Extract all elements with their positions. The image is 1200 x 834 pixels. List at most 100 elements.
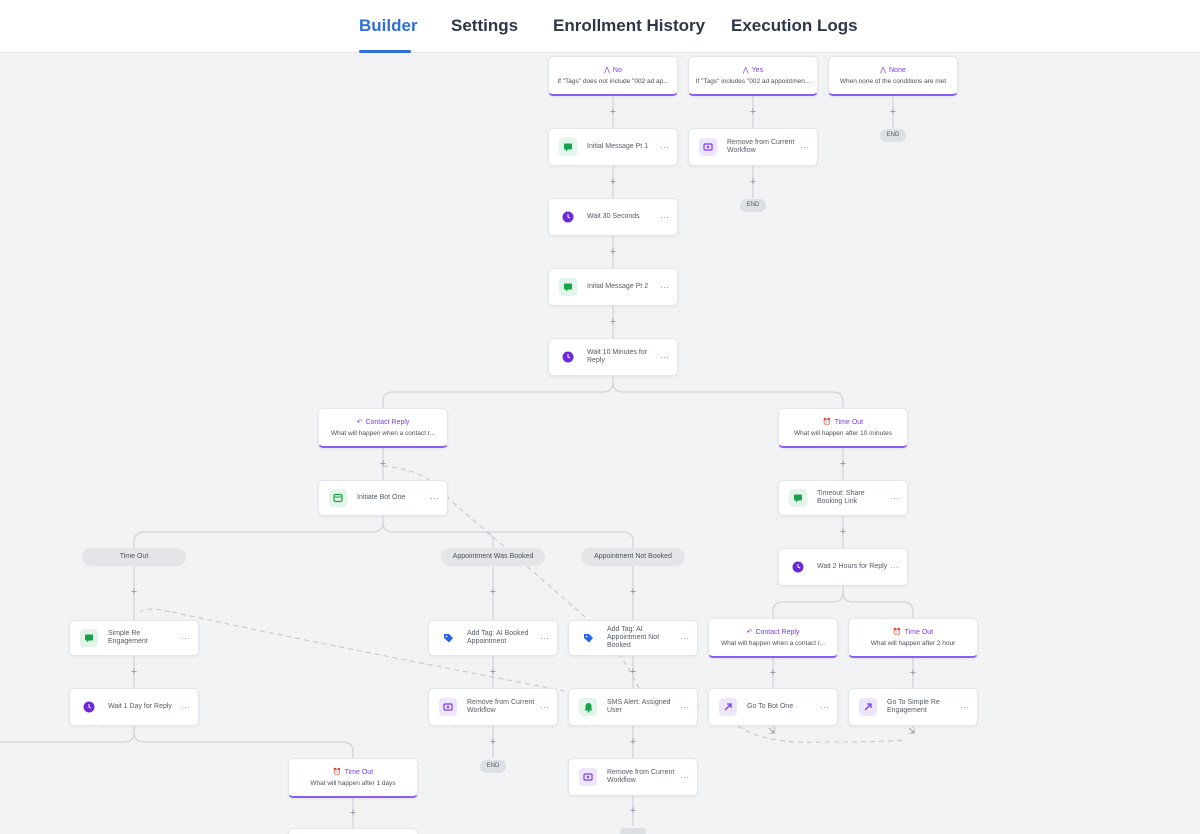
- alarm-clock-icon: ⏰: [332, 769, 342, 776]
- more-options-icon[interactable]: ···: [660, 142, 669, 152]
- more-options-icon[interactable]: ···: [181, 702, 190, 712]
- more-options-icon[interactable]: ···: [540, 633, 549, 643]
- reply-icon: ↶: [746, 629, 753, 636]
- message-icon: [559, 138, 577, 156]
- message-icon: [789, 489, 807, 507]
- action-remove-workflow-1[interactable]: Remove from Current Workflow ···: [688, 128, 818, 166]
- top-tab-bar: Builder Settings Enrollment History Exec…: [0, 0, 1200, 53]
- more-options-icon[interactable]: ···: [430, 493, 439, 503]
- branch-condition-no[interactable]: ⋀No If "Tags" does not include "002 ad a…: [548, 56, 678, 96]
- bell-icon: [579, 698, 597, 716]
- action-initial-message-1[interactable]: Initial Message Pt 1 ···: [548, 128, 678, 166]
- message-icon: [80, 629, 98, 647]
- tag-icon: [579, 629, 597, 647]
- add-step-button[interactable]: +: [839, 458, 847, 470]
- branch-time-out-pill[interactable]: Time Out: [82, 548, 186, 566]
- add-step-button[interactable]: +: [629, 805, 637, 817]
- add-step-button[interactable]: +: [130, 586, 138, 598]
- action-add-tag-not-booked[interactable]: Add Tag: AI Appointment Not Booked ···: [568, 620, 698, 656]
- more-options-icon[interactable]: ···: [680, 633, 689, 643]
- branch-contact-reply[interactable]: ↶Contact Reply What will happen when a c…: [318, 408, 448, 448]
- action-add-tag-booked[interactable]: Add Tag: AI Booked Appointment ···: [428, 620, 558, 656]
- more-options-icon[interactable]: ···: [680, 702, 689, 712]
- clock-icon: [559, 348, 577, 366]
- action-node-clipped[interactable]: [288, 828, 418, 834]
- tab-builder[interactable]: Builder: [359, 16, 418, 35]
- add-step-button[interactable]: +: [130, 666, 138, 678]
- add-step-button[interactable]: +: [489, 666, 497, 678]
- clock-icon: [559, 208, 577, 226]
- branch-contact-reply[interactable]: ↶Contact Reply What will happen when a c…: [708, 618, 838, 658]
- add-step-button[interactable]: +: [609, 176, 617, 188]
- alarm-clock-icon: ⏰: [892, 629, 902, 636]
- clock-icon: [80, 698, 98, 716]
- active-tab-indicator: [359, 50, 411, 53]
- add-step-button[interactable]: +: [629, 666, 637, 678]
- add-step-button[interactable]: +: [609, 316, 617, 328]
- action-initiate-bot-one[interactable]: Initiate Bot One ···: [318, 480, 448, 516]
- branch-time-out[interactable]: ⏰Time Out What will happen after 10 minu…: [778, 408, 908, 448]
- action-timeout-share-booking-link[interactable]: Timeout: Share Booking Link ···: [778, 480, 908, 516]
- tab-enrollment-history[interactable]: Enrollment History: [553, 16, 706, 35]
- tab-execution-logs[interactable]: Execution Logs: [731, 16, 858, 35]
- action-wait-30-seconds[interactable]: Wait 30 Seconds ···: [548, 198, 678, 236]
- action-remove-workflow-2[interactable]: Remove from Current Workflow ···: [428, 688, 558, 726]
- add-step-button[interactable]: +: [769, 667, 777, 679]
- jump-link-icon[interactable]: ⇲: [908, 726, 916, 736]
- action-simple-re-engagement[interactable]: Simple Re Engagement ···: [69, 620, 199, 656]
- more-options-icon[interactable]: ···: [660, 282, 669, 292]
- branch-appointment-booked-pill[interactable]: Appointment Was Booked: [441, 548, 545, 566]
- add-step-button[interactable]: +: [749, 106, 757, 118]
- add-step-button[interactable]: +: [629, 736, 637, 748]
- add-step-button[interactable]: +: [609, 106, 617, 118]
- more-options-icon[interactable]: ···: [660, 352, 669, 362]
- more-options-icon[interactable]: ···: [660, 212, 669, 222]
- more-options-icon[interactable]: ···: [680, 772, 689, 782]
- add-step-button[interactable]: +: [909, 667, 917, 679]
- more-options-icon[interactable]: ···: [890, 493, 899, 503]
- message-icon: [559, 278, 577, 296]
- action-initial-message-2[interactable]: Initial Message Pt 2 ···: [548, 268, 678, 306]
- jump-link-icon[interactable]: ⇲: [768, 726, 776, 736]
- action-remove-workflow-3[interactable]: Remove from Current Workflow ···: [568, 758, 698, 796]
- end-marker: END: [480, 760, 506, 773]
- branch-time-out[interactable]: ⏰Time Out What will happen after 2 hour: [848, 618, 978, 658]
- add-step-button[interactable]: +: [489, 586, 497, 598]
- action-wait-1-day[interactable]: Wait 1 Day for Reply ···: [69, 688, 199, 726]
- add-step-button[interactable]: +: [609, 246, 617, 258]
- add-step-button[interactable]: +: [349, 807, 357, 819]
- add-step-button[interactable]: +: [489, 736, 497, 748]
- end-marker: END: [740, 199, 766, 212]
- action-wait-10-minutes[interactable]: Wait 10 Minutes for Reply ···: [548, 338, 678, 376]
- add-step-button[interactable]: +: [379, 458, 387, 470]
- branch-icon: ⋀: [604, 67, 610, 74]
- add-step-button[interactable]: +: [889, 106, 897, 118]
- branch-icon: ⋀: [880, 67, 886, 74]
- remove-workflow-icon: [579, 768, 597, 786]
- add-step-button[interactable]: +: [839, 526, 847, 538]
- bot-icon: [329, 489, 347, 507]
- action-go-to-bot-one[interactable]: Go To Bot One ···: [708, 688, 838, 726]
- action-sms-alert[interactable]: SMS Alert: Assigned User ···: [568, 688, 698, 726]
- end-marker-clipped: [620, 828, 646, 834]
- end-marker: END: [880, 129, 906, 142]
- alarm-clock-icon: ⏰: [822, 419, 832, 426]
- branch-appointment-not-booked-pill[interactable]: Appointment Not Booked: [581, 548, 685, 566]
- more-options-icon[interactable]: ···: [540, 702, 549, 712]
- more-options-icon[interactable]: ···: [820, 702, 829, 712]
- branch-icon: ⋀: [742, 67, 749, 74]
- more-options-icon[interactable]: ···: [800, 142, 809, 152]
- more-options-icon[interactable]: ···: [181, 633, 190, 643]
- branch-condition-yes[interactable]: ⋀Yes If "Tags" includes "002 ad appointm…: [688, 56, 818, 96]
- branch-condition-none[interactable]: ⋀None When none of the conditions are me…: [828, 56, 958, 96]
- go-to-link-icon: [719, 698, 737, 716]
- branch-time-out[interactable]: ⏰Time Out What will happen after 1 days: [288, 758, 418, 798]
- add-step-button[interactable]: +: [749, 176, 757, 188]
- action-wait-2-hours[interactable]: Wait 2 Hours for Reply ···: [778, 548, 908, 586]
- add-step-button[interactable]: +: [629, 586, 637, 598]
- remove-workflow-icon: [699, 138, 717, 156]
- more-options-icon[interactable]: ···: [890, 562, 899, 572]
- tab-settings[interactable]: Settings: [451, 16, 519, 35]
- action-go-to-simple-re-engagement[interactable]: Go To Simple Re Engagement ···: [848, 688, 978, 726]
- more-options-icon[interactable]: ···: [960, 702, 969, 712]
